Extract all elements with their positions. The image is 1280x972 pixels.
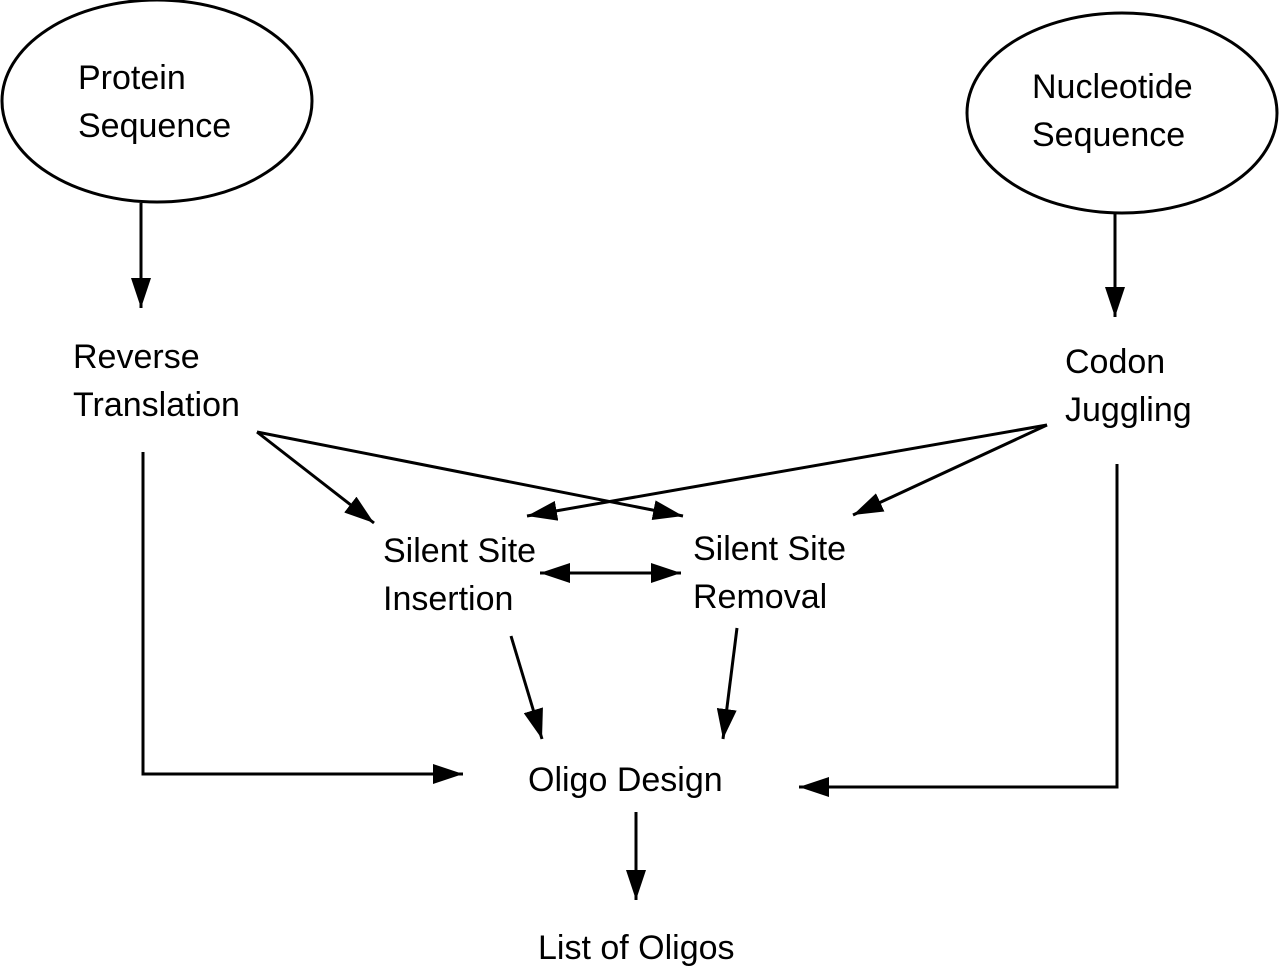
- node-label-line: Juggling: [1065, 391, 1192, 429]
- edge-reverse-to-oligo: [141, 452, 463, 784]
- node-label-line: Codon: [1065, 343, 1166, 381]
- node-protein-sequence[interactable]: Protein Sequence: [78, 54, 231, 150]
- node-label-line: Sequence: [78, 107, 232, 145]
- edge-insertion-to-oligo: [509, 635, 544, 740]
- edge-reverse-to-insertion: [256, 430, 375, 525]
- node-nucleotide-sequence[interactable]: Nucleotide Sequence: [1032, 63, 1193, 159]
- node-label-line: Sequence: [1032, 116, 1186, 154]
- protein-sequence-ellipse[interactable]: [0, 0, 314, 204]
- edge-codon-to-removal: [852, 423, 1048, 517]
- node-label-line: Silent Site: [383, 532, 537, 570]
- node-list-of-oligos[interactable]: List of Oligos: [538, 924, 735, 972]
- node-codon-juggling[interactable]: Codon Juggling: [1065, 338, 1192, 434]
- node-label-line: List of Oligos: [538, 929, 735, 967]
- node-label-line: Protein: [78, 59, 186, 97]
- node-label-line: Removal: [693, 578, 828, 616]
- nucleotide-sequence-ellipse[interactable]: [965, 11, 1279, 215]
- node-oligo-design[interactable]: Oligo Design: [528, 756, 723, 804]
- node-label-line: Insertion: [383, 580, 514, 618]
- node-label-line: Nucleotide: [1032, 68, 1193, 106]
- node-reverse-translation[interactable]: Reverse Translation: [73, 333, 240, 429]
- edge-removal-to-oligo: [716, 627, 739, 740]
- node-silent-site-removal[interactable]: Silent Site Removal: [693, 525, 846, 621]
- node-label-line: Silent Site: [693, 530, 847, 568]
- node-label-line: Translation: [73, 386, 240, 424]
- edge-reverse-to-removal: [256, 430, 684, 521]
- edge-codon-to-oligo: [799, 464, 1119, 797]
- edge-codon-to-insertion: [526, 423, 1048, 521]
- node-silent-site-insertion[interactable]: Silent Site Insertion: [383, 527, 536, 623]
- node-label-line: Oligo Design: [528, 761, 723, 799]
- node-label-line: Reverse: [73, 338, 200, 376]
